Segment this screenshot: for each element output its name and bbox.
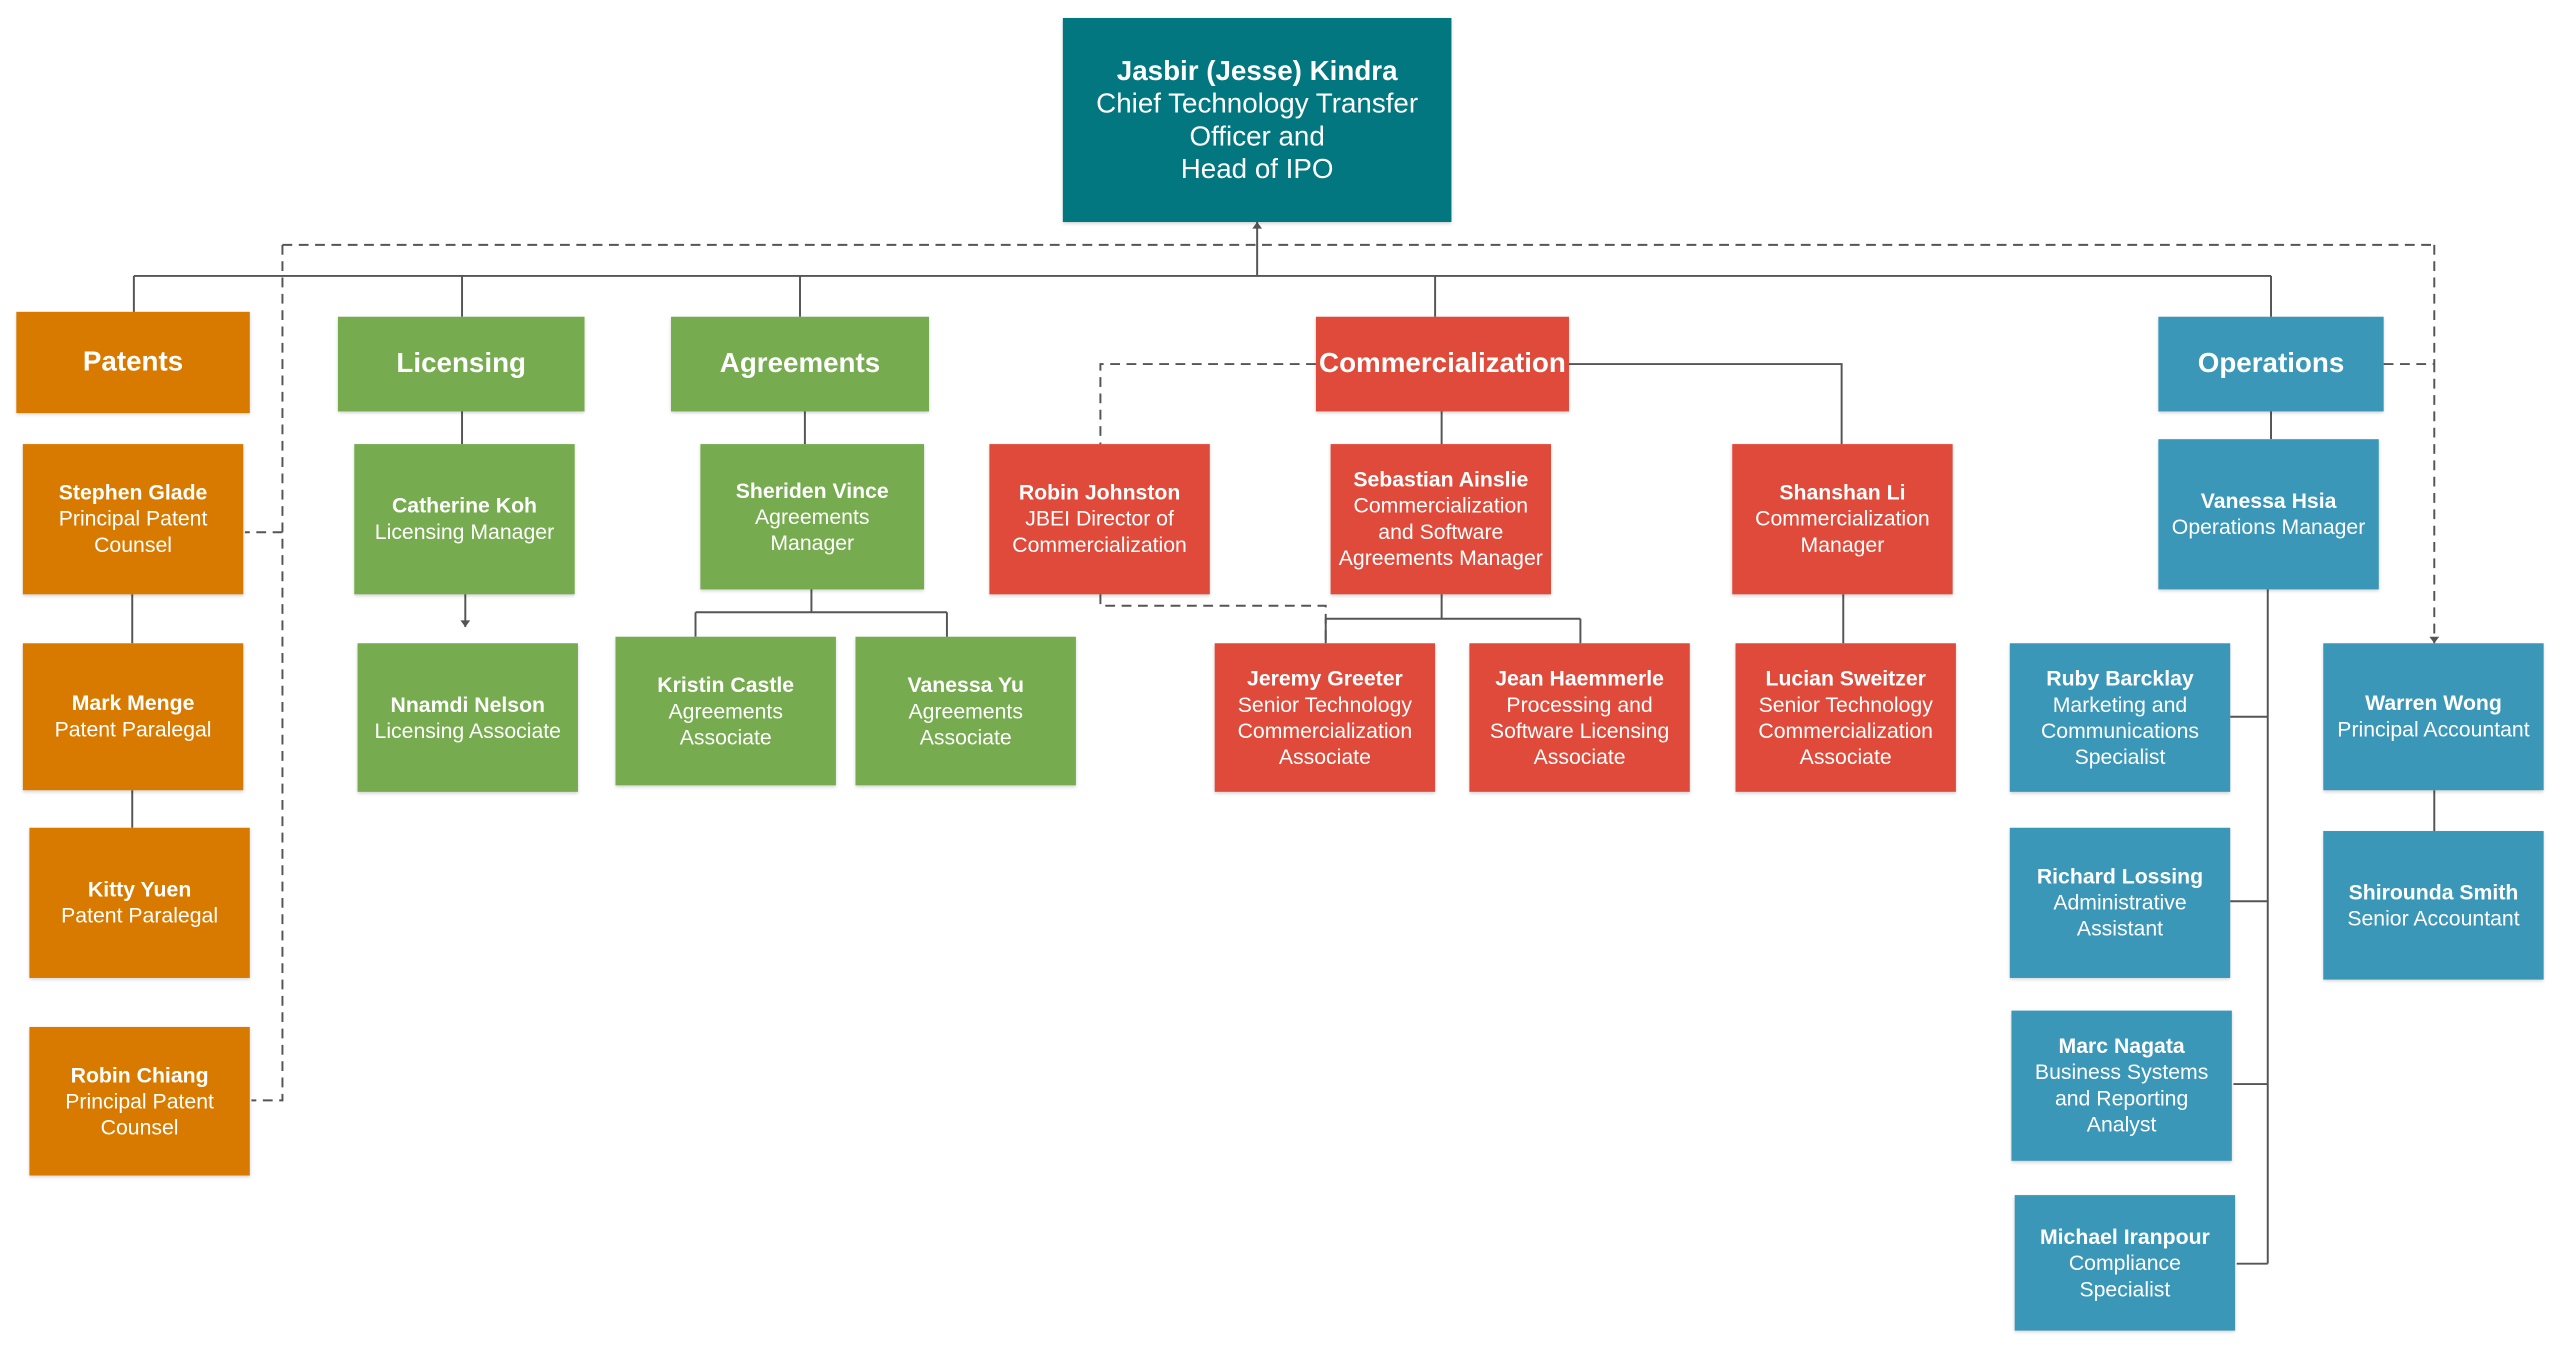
arrowheads <box>460 222 2440 644</box>
arrowhead <box>2429 636 2440 644</box>
dotted-connector <box>244 243 2435 1102</box>
person-name: Warren Wong <box>2365 690 2502 716</box>
person-role: Senior Technology Commercialization Asso… <box>1758 691 1933 769</box>
person-box-stephen-glade: Stephen Glade Principal Patent Counsel <box>22 444 244 595</box>
person-box-marc-nagata: Marc Nagata Business Systems and Reporti… <box>2011 1010 2232 1161</box>
person-role: Administrative Assistant <box>2053 889 2187 941</box>
dotted-connector <box>2383 244 2436 644</box>
person-box-kristin-castle: Kristin Castle Agreements Associate <box>615 636 836 786</box>
person-name: Vanessa Hsia <box>2200 488 2337 513</box>
person-role: Compliance Specialist <box>2068 1249 2181 1301</box>
person-role: Patent Paralegal <box>61 902 219 928</box>
person-name: Marc Nagata <box>2058 1033 2185 1058</box>
person-name: Shanshan Li <box>1779 479 1906 505</box>
person-role: Patent Paralegal <box>54 716 212 742</box>
person-name: Kitty Yuen <box>87 876 192 902</box>
person-name: Mark Menge <box>71 690 195 716</box>
person-box-catherine-koh: Catherine Koh Licensing Manager <box>354 444 575 595</box>
dept-label: Operations <box>2197 347 2345 379</box>
dept-label: Agreements <box>719 347 881 379</box>
dept-commercialization: Commercialization <box>1315 316 1569 412</box>
person-role: Principal Patent Counsel <box>58 506 208 557</box>
chief-technology-transfer-officer-box: Jasbir (Jesse) Kindra Chief Technology T… <box>1062 17 1452 223</box>
dept-label: Patents <box>82 346 184 378</box>
person-box-jeremy-greeter: Jeremy Greeter Senior Technology Commerc… <box>1214 643 1436 792</box>
person-box-robin-chiang: Robin Chiang Principal Patent Counsel <box>29 1026 250 1176</box>
person-name: Catherine Koh <box>391 493 538 518</box>
dept-operations: Operations <box>2158 316 2384 412</box>
person-box-vanessa-hsia: Vanessa Hsia Operations Manager <box>2158 439 2379 590</box>
person-name: Sebastian Ainslie <box>1353 466 1529 492</box>
person-box-richard-lossing: Richard Lossing Administrative Assistant <box>2009 827 2231 978</box>
person-box-warren-wong: Warren Wong Principal Accountant <box>2323 643 2544 791</box>
person-role: Commercialization and Software Agreement… <box>1338 493 1543 570</box>
person-box-robin-johnston: Robin Johnston JBEI Director of Commerci… <box>989 444 1210 595</box>
person-name: Jeremy Greeter <box>1247 665 1403 690</box>
dotted-connector <box>1099 594 1327 644</box>
person-box-shirounda-smith: Shirounda Smith Senior Accountant <box>2323 831 2544 980</box>
person-name: Shirounda Smith <box>2348 879 2519 904</box>
person-role: Agreements Associate <box>908 697 1023 749</box>
person-name: Robin Johnston <box>1018 479 1181 505</box>
person-role: Commercialization Manager <box>1755 506 1930 557</box>
dept-label: Commercialization <box>1319 347 1566 379</box>
person-role: Senior Accountant <box>2347 905 2520 930</box>
person-name: Jasbir (Jesse) Kindra <box>1116 54 1398 86</box>
person-role: Marketing and Communications Specialist <box>2040 691 2200 769</box>
arrowhead <box>460 620 471 627</box>
person-box-michael-iranpour: Michael Iranpour Compliance Specialist <box>2014 1195 2236 1331</box>
person-name: Robin Chiang <box>70 1062 209 1087</box>
dotted-connector <box>1099 363 1316 445</box>
person-name: Lucian Sweitzer <box>1765 665 1926 690</box>
person-role: Licensing Manager <box>374 519 555 544</box>
person-name: Vanessa Yu <box>907 671 1024 697</box>
person-name: Nnamdi Nelson <box>390 691 545 716</box>
person-role: Chief Technology Transfer Officer and He… <box>1096 87 1419 184</box>
person-box-sheriden-vince: Sheriden Vince Agreements Manager <box>700 444 925 590</box>
person-name: Michael Iranpour <box>2039 1223 2210 1249</box>
person-name: Richard Lossing <box>2036 863 2204 889</box>
person-box-shanshan-li: Shanshan Li Commercialization Manager <box>1732 444 1953 595</box>
person-box-vanessa-yu: Vanessa Yu Agreements Associate <box>855 636 1076 786</box>
person-role: Agreements Manager <box>755 503 870 555</box>
arrowhead <box>1252 222 1263 229</box>
person-name: Ruby Barcklay <box>2046 665 2194 690</box>
person-box-jean-haemmerle: Jean Haemmerle Processing and Software L… <box>1469 643 1690 792</box>
person-box-mark-menge: Mark Menge Patent Paralegal <box>22 643 244 791</box>
person-role: Operations Manager <box>2171 514 2366 539</box>
person-name: Kristin Castle <box>657 671 795 697</box>
person-box-kitty-yuen: Kitty Yuen Patent Paralegal <box>29 827 250 978</box>
person-box-ruby-barcklay: Ruby Barcklay Marketing and Communicatio… <box>2009 643 2231 792</box>
person-name: Stephen Glade <box>58 479 208 505</box>
person-role: Business Systems and Reporting Analyst <box>2034 1059 2209 1137</box>
connector <box>132 222 2272 317</box>
dept-agreements: Agreements <box>671 316 929 412</box>
dotted-connectors <box>244 243 2436 1102</box>
person-role: JBEI Director of Commercialization <box>1012 506 1187 557</box>
connector <box>2230 411 2436 1265</box>
dept-licensing: Licensing <box>337 316 585 412</box>
person-role: Agreements Associate <box>668 697 783 749</box>
dept-patents: Patents <box>16 311 250 414</box>
person-box-nnamdi-nelson: Nnamdi Nelson Licensing Associate <box>357 643 578 792</box>
person-role: Licensing Associate <box>374 717 561 743</box>
person-box-sebastian-ainslie: Sebastian Ainslie Commercialization and … <box>1330 444 1552 595</box>
person-role: Principal Accountant <box>2337 716 2530 742</box>
person-role: Senior Technology Commercialization Asso… <box>1237 691 1413 769</box>
person-role: Principal Patent Counsel <box>65 1088 214 1139</box>
person-name: Jean Haemmerle <box>1495 665 1664 690</box>
person-box-lucian-sweitzer: Lucian Sweitzer Senior Technology Commer… <box>1735 643 1956 792</box>
connector <box>694 411 948 637</box>
dept-label: Licensing <box>396 347 526 379</box>
person-role: Processing and Software Licensing Associ… <box>1489 691 1670 769</box>
person-name: Sheriden Vince <box>735 477 889 503</box>
